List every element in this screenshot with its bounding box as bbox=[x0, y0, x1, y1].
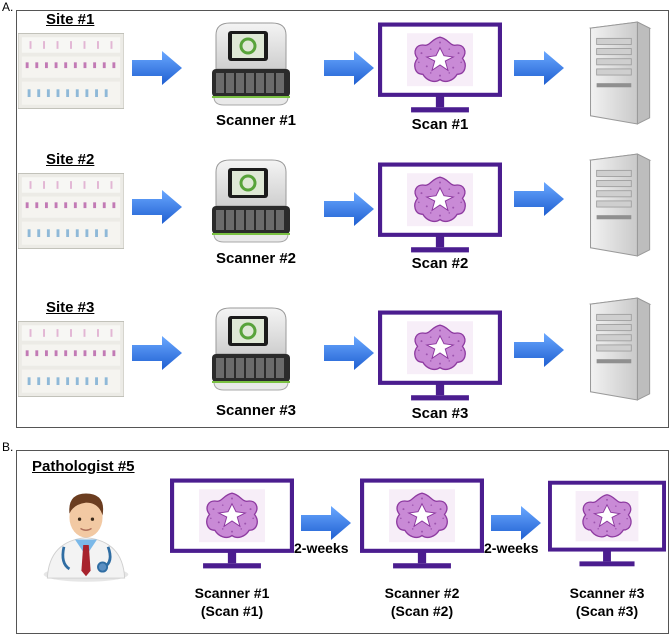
scanner-label-1: Scanner #1 bbox=[215, 112, 297, 129]
monitor-caption-b3-line2: (Scan #3) bbox=[575, 603, 639, 619]
server-icon-3 bbox=[590, 297, 651, 401]
interval-label-1: 2-weeks bbox=[294, 540, 349, 556]
scanner-label-2: Scanner #2 bbox=[215, 250, 297, 267]
monitor-icon-b3 bbox=[548, 480, 672, 574]
arrow-icon bbox=[514, 182, 564, 216]
monitor-caption-b3-line1: Scanner #3 bbox=[569, 585, 645, 601]
interval-label-2: 2-weeks bbox=[484, 540, 539, 556]
slide-tray-3 bbox=[18, 321, 124, 397]
arrow-icon bbox=[514, 333, 564, 367]
scanner-icon-1 bbox=[210, 21, 292, 107]
slide-tray-1 bbox=[18, 33, 124, 109]
monitor-caption-b2-line1: Scanner #2 bbox=[384, 585, 460, 601]
site-label-2: Site #2 bbox=[46, 151, 95, 168]
arrow-icon bbox=[132, 190, 182, 224]
scanner-icon-2 bbox=[210, 158, 292, 244]
scanner-label-3: Scanner #3 bbox=[215, 402, 297, 419]
site-label-1: Site #1 bbox=[46, 11, 95, 28]
scan-label-1: Scan #1 bbox=[411, 116, 469, 133]
monitor-icon-b1 bbox=[170, 478, 294, 572]
monitor-icon-3 bbox=[378, 310, 502, 404]
monitor-caption-b2: Scanner #2 (Scan #2) bbox=[362, 584, 482, 620]
arrow-icon bbox=[491, 506, 541, 540]
scan-label-3: Scan #3 bbox=[411, 405, 469, 422]
monitor-icon-1 bbox=[378, 22, 502, 116]
server-icon-2 bbox=[590, 153, 651, 257]
arrow-icon bbox=[324, 192, 374, 226]
panel-a-letter: A. bbox=[2, 0, 14, 14]
monitor-caption-b2-line2: (Scan #2) bbox=[390, 603, 454, 619]
pathologist-label: Pathologist #5 bbox=[32, 458, 135, 475]
monitor-icon-2 bbox=[378, 162, 502, 256]
monitor-caption-b3: Scanner #3 (Scan #3) bbox=[548, 584, 666, 620]
arrow-icon bbox=[324, 336, 374, 370]
scanner-icon-3 bbox=[210, 306, 292, 392]
slide-tray-2 bbox=[18, 173, 124, 249]
arrow-icon bbox=[132, 336, 182, 370]
arrow-icon bbox=[301, 506, 351, 540]
arrow-icon bbox=[132, 51, 182, 85]
arrow-icon bbox=[514, 51, 564, 85]
server-icon-1 bbox=[590, 21, 651, 125]
monitor-caption-b1: Scanner #1 (Scan #1) bbox=[172, 584, 292, 620]
monitor-caption-b1-line1: Scanner #1 bbox=[194, 585, 270, 601]
monitor-icon-b2 bbox=[360, 478, 484, 572]
site-label-3: Site #3 bbox=[46, 299, 95, 316]
arrow-icon bbox=[324, 51, 374, 85]
doctor-icon bbox=[42, 492, 130, 584]
monitor-caption-b1-line2: (Scan #1) bbox=[200, 603, 264, 619]
panel-b-letter: B. bbox=[2, 440, 14, 454]
scan-label-2: Scan #2 bbox=[411, 255, 469, 272]
